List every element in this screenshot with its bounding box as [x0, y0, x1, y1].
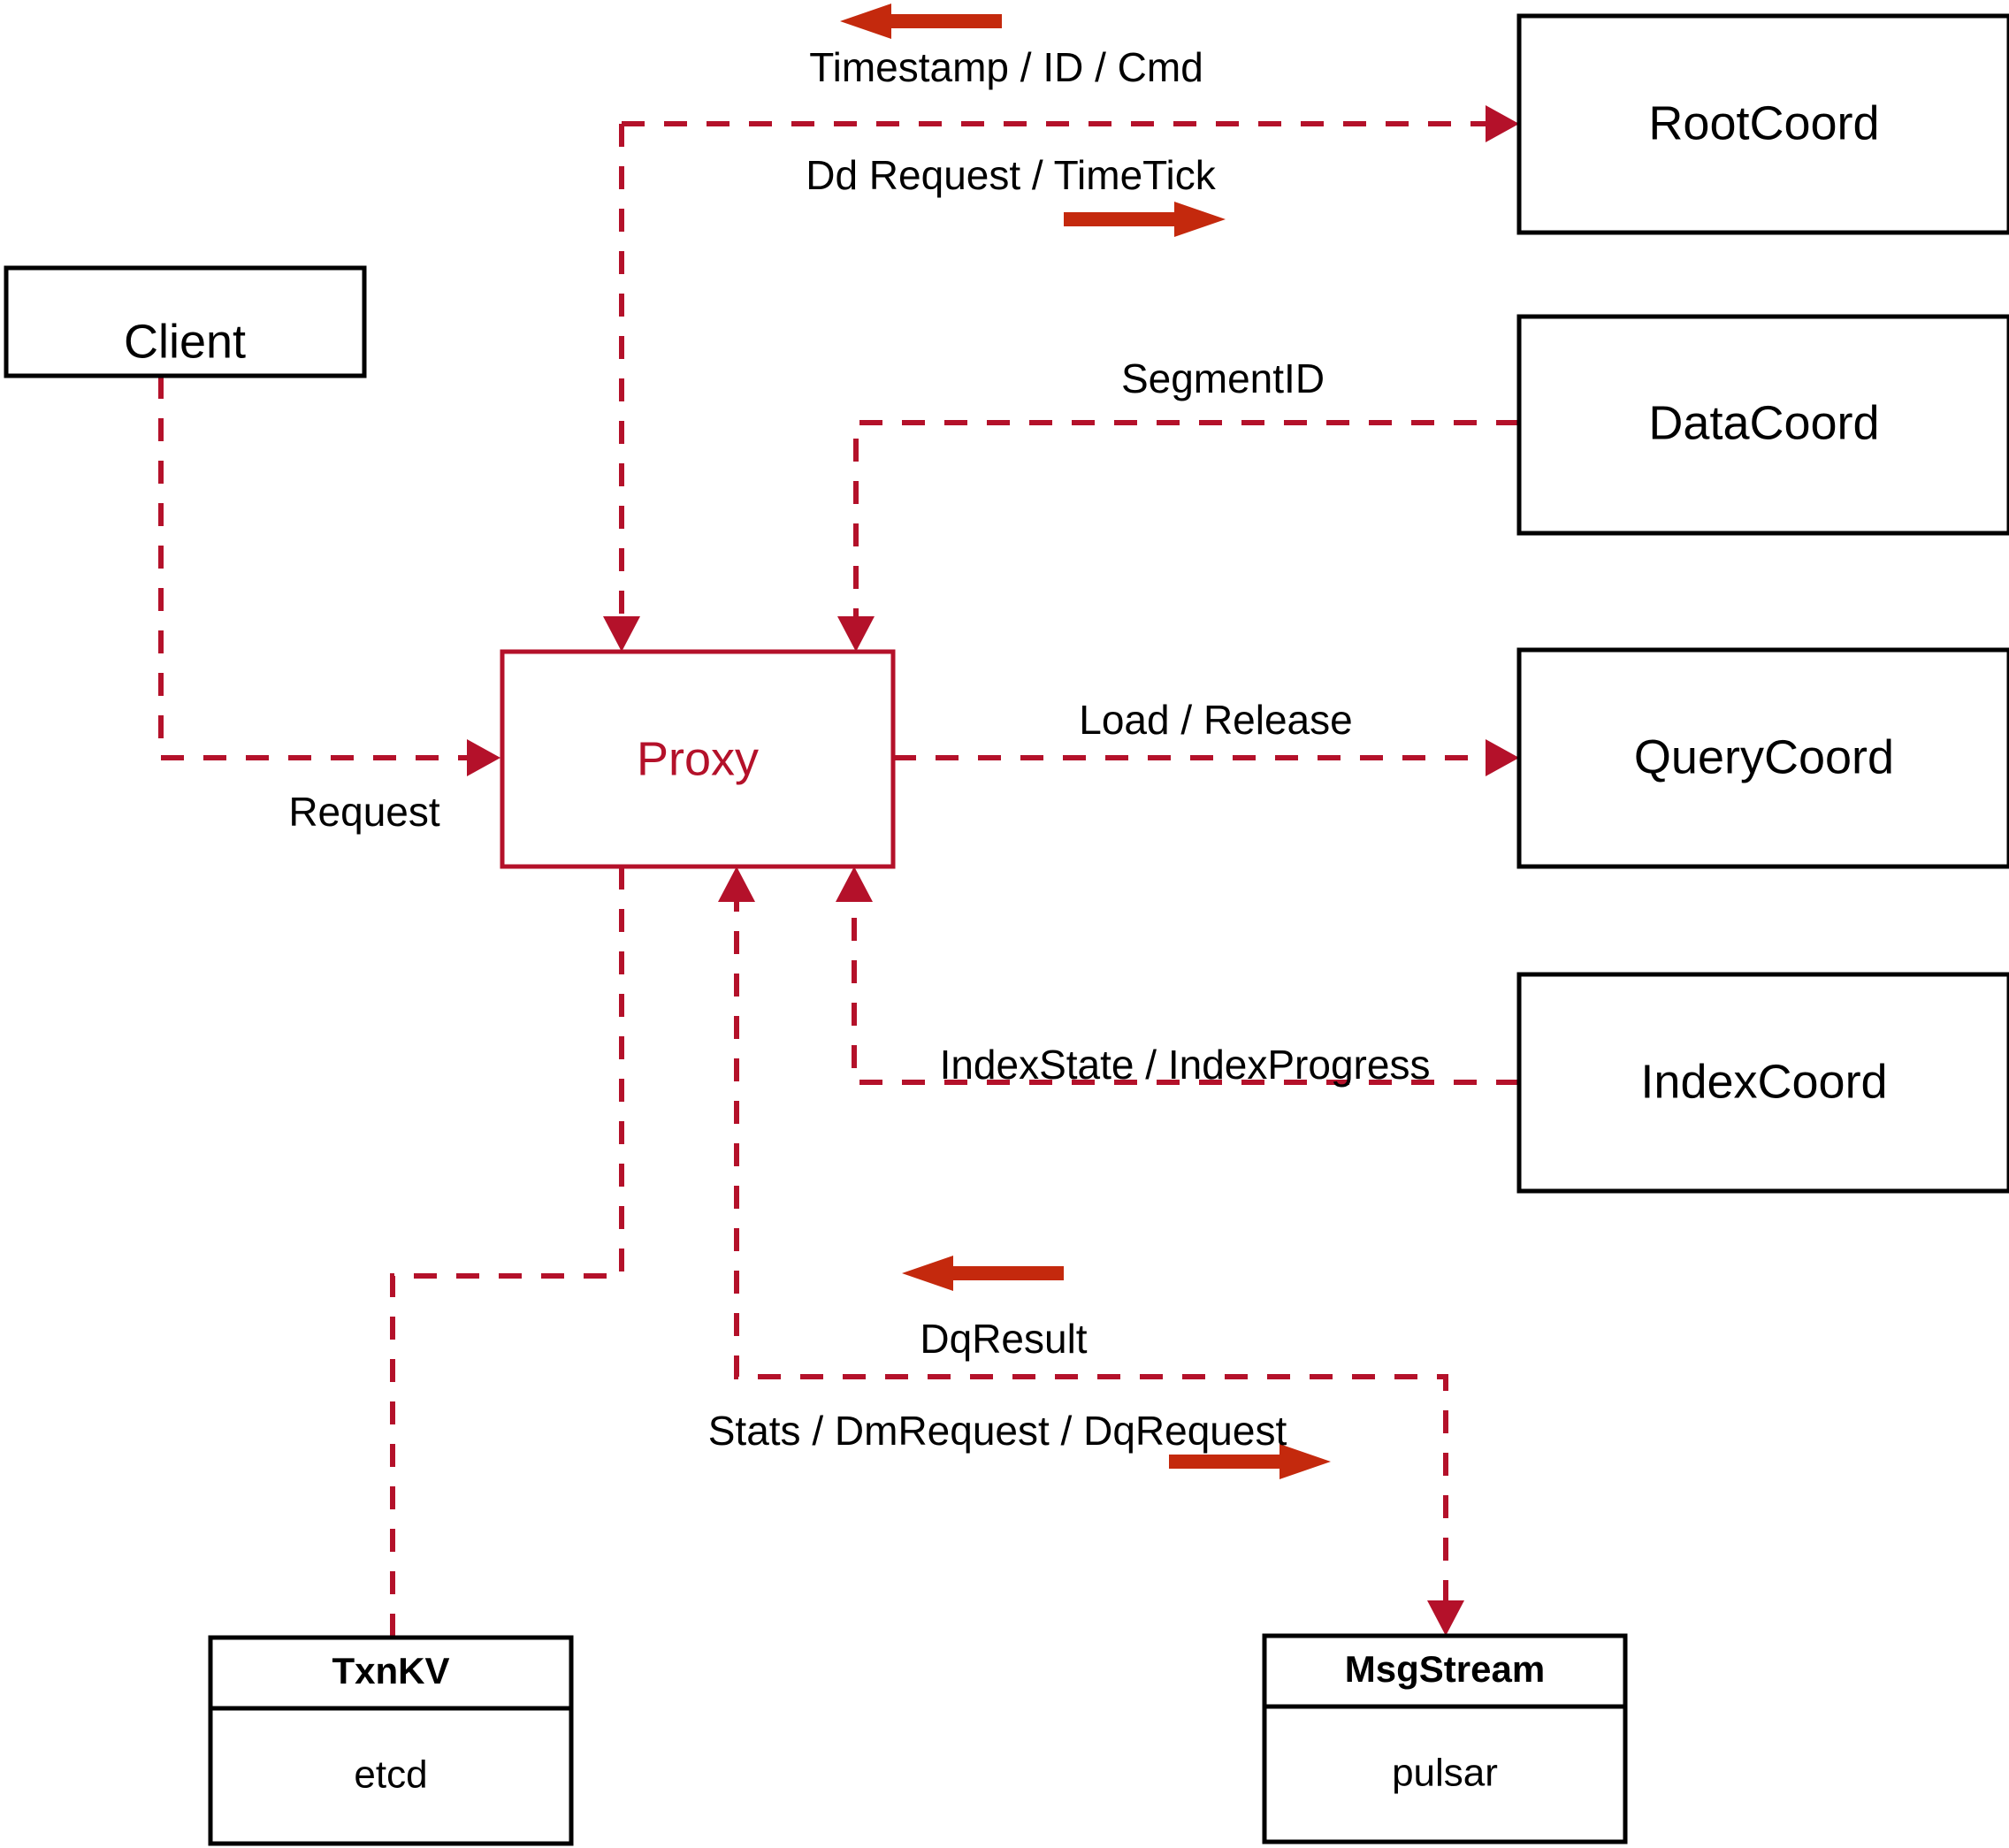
msgstream-impl: pulsar: [1392, 1752, 1498, 1795]
edge-proxy-rootcoord: [622, 105, 1519, 142]
txnkv-title: TxnKV: [332, 1650, 449, 1691]
direction-arrow-stats: [1169, 1444, 1331, 1479]
node-rootcoord[interactable]: RootCoord: [1516, 13, 2009, 235]
edge-label-stats: Stats / DmRequest / DqRequest: [708, 1408, 1287, 1454]
node-datacoord[interactable]: DataCoord: [1516, 314, 2009, 536]
datacoord-label: DataCoord: [1648, 396, 1879, 449]
proxy-box: [500, 649, 896, 869]
arrow-head-icon: [837, 616, 875, 652]
edge-label-timestamp: Timestamp / ID / Cmd: [809, 44, 1203, 90]
arrow-head-icon: [1486, 105, 1519, 142]
arrow-head-icon: [467, 739, 500, 776]
edge-indexcoord-proxy: [836, 867, 1519, 1085]
node-indexcoord[interactable]: IndexCoord: [1516, 972, 2009, 1194]
rootcoord-box: [1516, 13, 2009, 235]
msgstream-title: MsgStream: [1345, 1648, 1545, 1690]
indexcoord-label: IndexCoord: [1640, 1055, 1887, 1108]
edge-label-indexstate: IndexState / IndexProgress: [940, 1042, 1431, 1088]
edge-rootcoord-proxy: [603, 124, 640, 652]
arrow-head-icon: [1427, 1600, 1464, 1636]
edge-proxy-querycoord: [893, 739, 1519, 776]
txnkv-impl: etcd: [354, 1753, 427, 1797]
node-txnkv[interactable]: TxnKV etcd: [208, 1635, 574, 1846]
edge-client-proxy: [158, 376, 500, 776]
rootcoord-label: RootCoord: [1648, 96, 1879, 149]
direction-arrow-timestamp: [840, 4, 1002, 39]
arrow-head-icon: [718, 867, 755, 902]
datacoord-box: [1516, 314, 2009, 536]
indexcoord-box: [1516, 972, 2009, 1194]
node-client[interactable]: Client: [4, 265, 367, 378]
arrow-head-icon: [1486, 739, 1519, 776]
msgstream-box: [1262, 1633, 1628, 1844]
edge-datacoord-proxy: [837, 420, 1519, 652]
arrow-head-icon: [603, 616, 640, 652]
edge-label-request: Request: [288, 789, 440, 835]
client-label: Client: [124, 315, 246, 368]
edge-label-loadrelease: Load / Release: [1079, 697, 1352, 743]
client-box: [4, 265, 367, 378]
node-proxy[interactable]: Proxy: [500, 649, 896, 869]
direction-arrow-ddrequest: [1064, 202, 1226, 237]
querycoord-label: QueryCoord: [1634, 730, 1894, 783]
edge-label-segmentid: SegmentID: [1121, 355, 1325, 401]
edge-msgstream-proxy: [718, 867, 1464, 1636]
node-querycoord[interactable]: QueryCoord: [1516, 647, 2009, 869]
arrow-head-icon: [836, 867, 873, 902]
querycoord-box: [1516, 647, 2009, 869]
edge-label-ddrequest: Dd Request / TimeTick: [806, 152, 1217, 198]
node-msgstream[interactable]: MsgStream pulsar: [1262, 1633, 1628, 1844]
txnkv-box: [208, 1635, 574, 1846]
proxy-label: Proxy: [637, 732, 759, 785]
edge-label-dqresult: DqResult: [920, 1316, 1087, 1362]
direction-arrow-dqresult: [902, 1256, 1064, 1291]
edge-proxy-txnkv: [390, 867, 624, 1638]
